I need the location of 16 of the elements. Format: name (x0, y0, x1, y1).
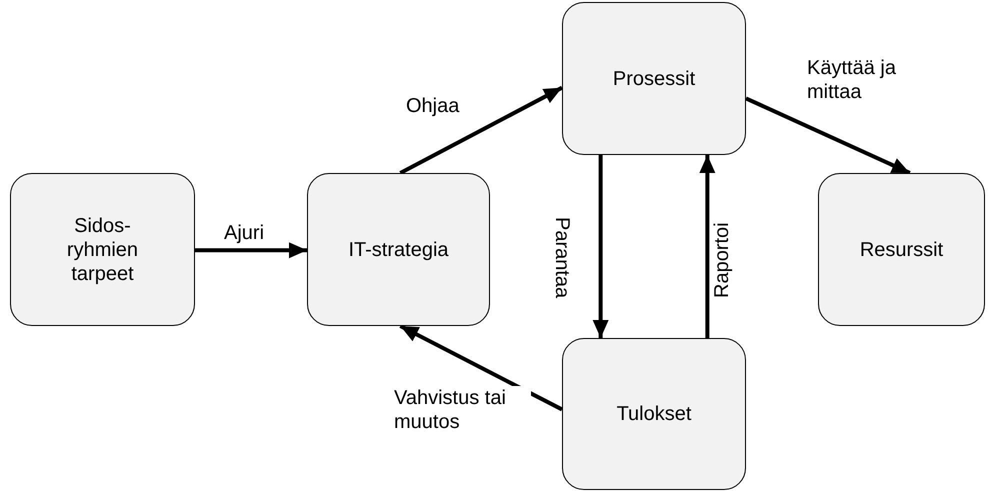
arrow (699, 155, 716, 338)
node-label: Prosessit (612, 66, 696, 90)
node-label: Tulokset (616, 402, 692, 426)
arrow (399, 86, 563, 175)
process-box (562, 338, 746, 490)
process-box (562, 2, 746, 155)
process-box (307, 173, 490, 326)
node-label: IT-strategia (347, 238, 450, 262)
arrow (592, 155, 609, 338)
process-box (10, 173, 195, 326)
arrow (195, 242, 307, 258)
node-label: Sidos- ryhmien tarpeet (66, 214, 140, 286)
process-box (818, 173, 985, 326)
arrow (399, 324, 563, 412)
arrow (745, 96, 911, 175)
node-label: Resurssit (858, 238, 944, 262)
